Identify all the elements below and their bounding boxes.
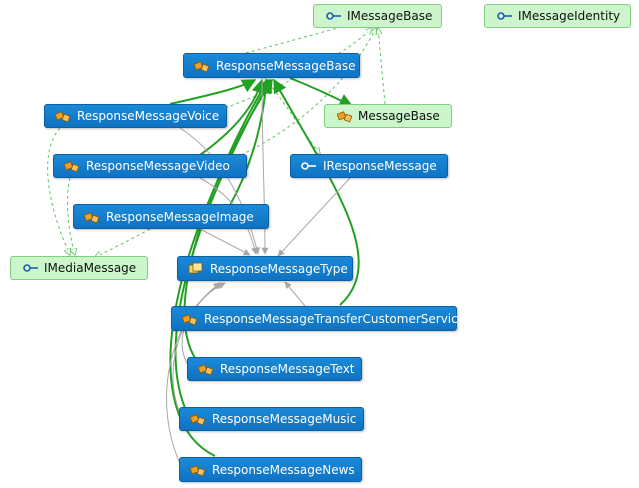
node-imediamessage[interactable]: IMediaMessage	[10, 256, 148, 280]
class-icon	[337, 111, 353, 123]
class-icon	[182, 313, 198, 325]
edge-responsemessagetransfercustomerservice-responsemessagebase	[273, 78, 360, 306]
class-icon	[190, 414, 206, 426]
class-icon	[190, 464, 206, 476]
node-iresponsemessage[interactable]: IResponseMessage	[290, 154, 448, 178]
edge-responsemessagevoice-imediamessage	[47, 127, 70, 255]
edge-responsemessagenews-responsemessagetype	[166, 282, 221, 469]
node-messagebase[interactable]: MessageBase	[324, 104, 452, 128]
class-icon	[84, 211, 100, 223]
node-responsemessagetype[interactable]: ResponseMessageType	[177, 256, 353, 281]
edge-responsemessagevideo-imediamessage	[67, 177, 75, 255]
class-icon	[194, 60, 210, 72]
node-imessageidentity[interactable]: IMessageIdentity	[484, 4, 631, 28]
class-icon	[55, 111, 71, 123]
node-label: ResponseMessageType	[210, 261, 348, 276]
node-label: ResponseMessageTransferCustomerService	[204, 311, 466, 326]
node-label: IMessageIdentity	[518, 9, 621, 23]
node-label: IResponseMessage	[323, 159, 437, 173]
interface-icon	[23, 264, 38, 272]
node-responsemessagenews[interactable]: ResponseMessageNews	[179, 457, 362, 482]
edge-messagebase-imessagebase	[378, 28, 386, 105]
node-responsemessagetext[interactable]: ResponseMessageText	[187, 357, 362, 381]
edge-responsemessagevideo-imessagebase	[229, 28, 376, 161]
edge-responsemessagevoice-responsemessagetype	[179, 127, 260, 255]
class-icon	[64, 161, 80, 173]
node-label: ResponseMessageMusic	[212, 412, 357, 426]
edge-responsemessagebase-iresponsemessage	[264, 77, 320, 154]
node-label: MessageBase	[358, 109, 440, 123]
edge-responsemessagebase-messagebase	[289, 77, 354, 107]
node-responsemessageimage[interactable]: ResponseMessageImage	[73, 204, 269, 229]
node-label: ResponseMessageImage	[106, 209, 254, 224]
interface-icon	[497, 12, 512, 20]
edge-responsemessagebase-responsemessagetype	[261, 77, 269, 255]
edge-responsemessagetransfercustomerservice-responsemessagetype	[284, 281, 306, 307]
enum-icon	[188, 262, 203, 273]
class-icon	[198, 364, 214, 376]
node-label: IMessageBase	[347, 9, 433, 23]
edge-responsemessageimage-responsemessagetype	[199, 228, 251, 256]
node-responsemessagevoice[interactable]: ResponseMessageVoice	[44, 104, 227, 128]
node-responsemessagetransfercustomerservice[interactable]: ResponseMessageTransferCustomerService	[171, 306, 465, 331]
edge-iresponsemessage-responsemessagetype	[277, 177, 351, 257]
node-label: ResponseMessageVoice	[77, 109, 220, 123]
edge-responsemessagevoice-responsemessagebase	[169, 79, 257, 105]
node-responsemessagevideo[interactable]: ResponseMessageVideo	[53, 154, 247, 178]
node-label: IMediaMessage	[44, 261, 137, 275]
node-label: ResponseMessageVideo	[86, 159, 230, 173]
node-label: ResponseMessageBase	[216, 58, 356, 73]
edge-responsemessagemusic-responsemessagetype	[172, 282, 223, 419]
node-label: ResponseMessageNews	[212, 462, 355, 477]
edge-responsemessageimage-imediamessage	[95, 228, 151, 257]
interface-icon	[301, 162, 316, 170]
node-label: ResponseMessageText	[220, 362, 355, 376]
node-imessagebase[interactable]: IMessageBase	[313, 4, 442, 28]
interface-icon	[326, 12, 341, 20]
node-responsemessagebase[interactable]: ResponseMessageBase	[183, 53, 360, 78]
node-responsemessagemusic[interactable]: ResponseMessageMusic	[179, 407, 364, 431]
